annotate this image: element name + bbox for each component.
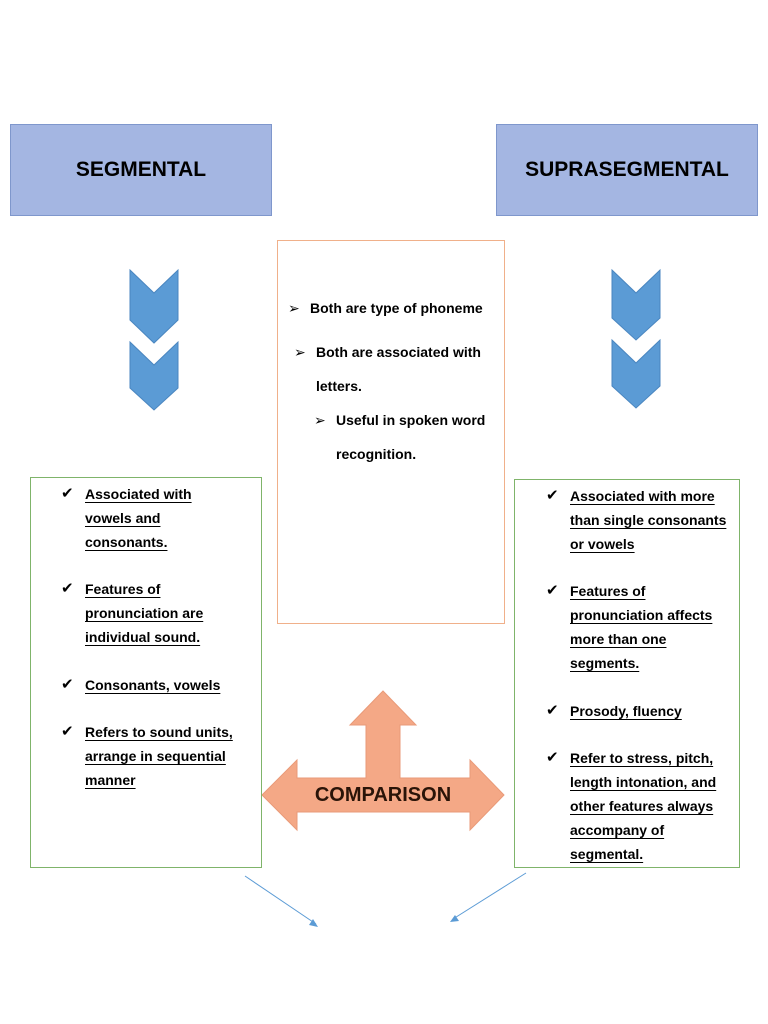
connector-line-left <box>244 875 317 925</box>
list-item: ✔ Associated with more than single conso… <box>546 484 736 556</box>
check-icon: ✔ <box>546 749 559 766</box>
segmental-features-box: ✔ Associated with vowels and consonants.… <box>30 477 262 868</box>
list-item: ➢ Both are type of phoneme <box>288 291 504 325</box>
check-icon: ✔ <box>546 487 559 504</box>
list-item: ➢ Useful in spoken word recognition. <box>314 403 504 471</box>
list-item: ✔ Prosody, fluency <box>546 699 732 723</box>
check-icon: ✔ <box>61 485 74 502</box>
arrow-bullet-icon: ➢ <box>294 344 306 360</box>
common-features-box: ➢ Both are type of phoneme ➢ Both are as… <box>277 240 505 624</box>
chevron-down-icon <box>611 338 661 409</box>
suprasegmental-title: SUPRASEGMENTAL <box>525 158 729 181</box>
arrow-bullet-icon: ➢ <box>288 300 300 316</box>
segmental-header: SEGMENTAL <box>10 124 272 216</box>
list-item: ✔ Refers to sound units, arrange in sequ… <box>61 720 257 792</box>
arrowhead-icon <box>309 919 318 927</box>
list-item: ✔ Refer to stress, pitch, length intonat… <box>546 746 732 866</box>
suprasegmental-header: SUPRASEGMENTAL <box>496 124 758 216</box>
arrow-bullet-icon: ➢ <box>314 412 326 428</box>
list-item: ✔ Features of pronunciation are individu… <box>61 577 241 649</box>
chevron-down-icon <box>611 268 661 341</box>
comparison-label: COMPARISON <box>314 784 452 806</box>
list-item: ✔ Consonants, vowels <box>61 673 251 697</box>
list-item: ➢ Both are associated with letters. <box>294 335 504 403</box>
segmental-title: SEGMENTAL <box>75 158 207 181</box>
list-item: ✔ Features of pronunciation affects more… <box>546 579 732 675</box>
list-item: ✔ Associated with vowels and consonants. <box>61 482 241 554</box>
check-icon: ✔ <box>61 580 74 597</box>
chevron-down-icon <box>129 340 179 411</box>
check-icon: ✔ <box>546 702 559 719</box>
suprasegmental-features-box: ✔ Associated with more than single conso… <box>514 479 740 868</box>
comparison-arrow-icon <box>261 690 505 832</box>
arrowhead-icon <box>450 915 459 922</box>
check-icon: ✔ <box>61 676 74 693</box>
check-icon: ✔ <box>546 582 559 599</box>
check-icon: ✔ <box>61 723 74 740</box>
chevron-down-icon <box>129 268 179 344</box>
connector-line-right <box>452 872 527 920</box>
